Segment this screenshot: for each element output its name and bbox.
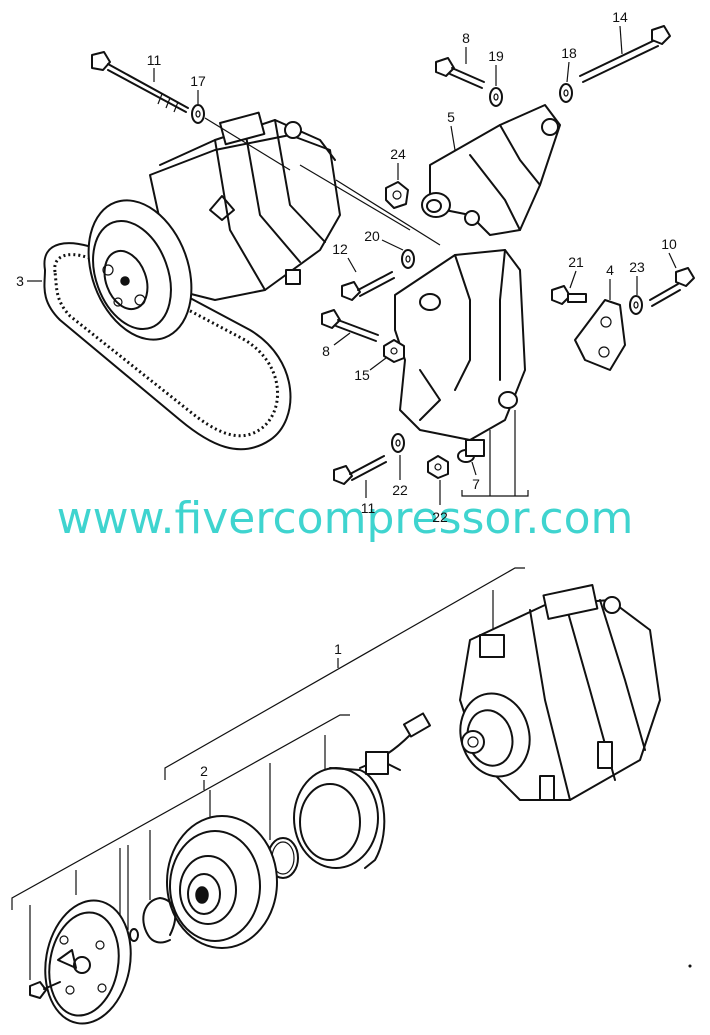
callout-label: 22 [432,509,448,525]
washer-icon [559,83,573,103]
bolt-icon [333,455,387,485]
compressor-icon [459,584,661,801]
washer-icon [191,104,205,124]
nut-icon [427,455,449,479]
bolt-icon [29,981,61,999]
callout-label: 24 [390,146,406,162]
nut-icon [385,181,409,209]
callout-label: 11 [361,500,376,516]
callout-label: 15 [354,367,370,383]
callout-label: 5 [447,109,455,125]
compressor-icon [87,111,341,341]
spacer-icon [457,439,485,463]
washer-icon [629,295,643,315]
callout-label: 1 [334,641,342,657]
callout-label: 17 [190,73,206,89]
bolt-icon [579,25,671,83]
callout-label: 10 [661,236,677,252]
callout-label: 3 [16,273,24,289]
small-bracket-icon [574,299,626,371]
washer-icon [391,433,405,453]
callout-label: 8 [322,343,330,359]
callout-label: 4 [606,262,614,278]
callout-label: 12 [332,241,348,257]
nut-icon [383,339,405,363]
bolt-icon [551,285,587,305]
bolt-icon [321,309,379,342]
speck [688,964,692,968]
callout-label: 20 [364,228,380,244]
callout-label: 2 [200,763,208,779]
callout-label: 18 [561,45,577,61]
support-bracket-icon [421,104,561,236]
washer-icon [401,249,415,269]
watermark-text: www.fivercompressor.com [57,493,634,544]
callout-label: 11 [147,52,162,68]
callout-label: 14 [612,9,628,25]
snap-ring-icon [142,897,177,944]
connector-icon [359,712,432,775]
magnetic-clutch-icon [166,815,278,949]
mounting-bracket-icon [394,249,526,441]
coil-ring-icon [293,767,386,869]
bolt-icon [341,271,395,301]
callout-label: 23 [629,259,645,275]
clutch-plate-icon [44,899,132,1025]
callout-label: 7 [472,476,480,492]
callout-label: 19 [488,48,504,64]
callout-label: 21 [568,254,584,270]
drive-belt-icon [43,242,292,451]
washer-icon [489,87,503,107]
bolt-icon [91,51,189,113]
callout-label: 8 [462,30,470,46]
callout-labels: 11 17 8 19 18 14 5 24 3 12 20 21 [16,9,677,790]
callout-label: 22 [392,482,408,498]
bolt-icon [649,267,695,307]
bolt-icon [435,57,485,89]
